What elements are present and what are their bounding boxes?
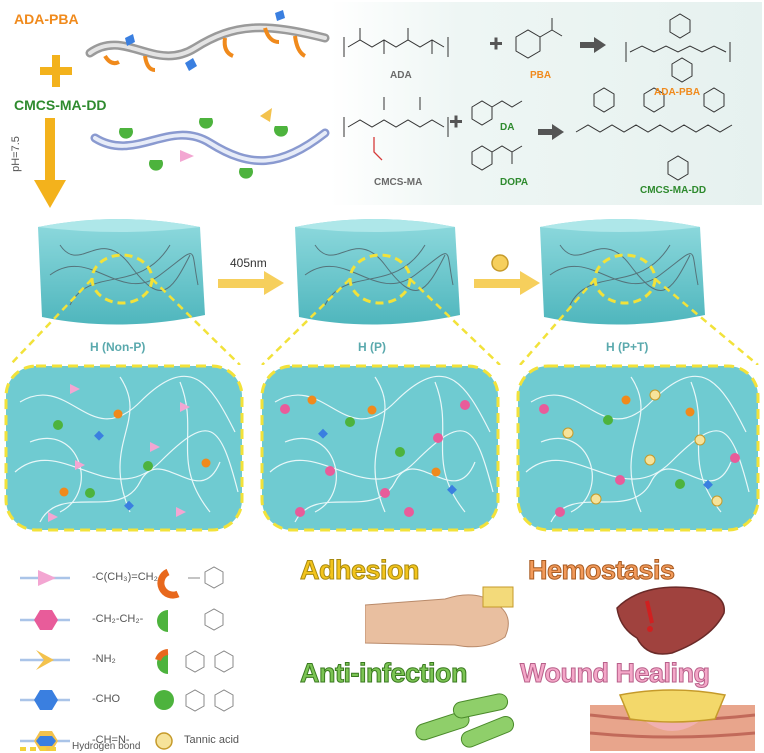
cmcs-strand xyxy=(90,108,330,179)
bacteria-illustration xyxy=(415,693,515,748)
property-hemostasis: Hemostasis xyxy=(528,555,676,586)
chemical-structures xyxy=(343,13,733,181)
legend-hydrogen-bond: Hydrogen bond xyxy=(72,741,141,752)
legend-symbols xyxy=(20,566,234,751)
property-anti-infection: Anti-infection xyxy=(300,658,468,689)
network-panels xyxy=(4,364,760,532)
aldehyde-symbol xyxy=(34,690,58,710)
ethylene-symbol xyxy=(34,610,58,630)
ada-pba-strand xyxy=(85,10,330,72)
cmcs-ma-name: CMCS-MA xyxy=(374,177,423,188)
legend-methacrylate: -C(CH₃)=CH₂ xyxy=(92,571,158,583)
network-panel-non-p xyxy=(4,364,244,532)
liver-illustration xyxy=(616,586,725,655)
wound-illustration xyxy=(590,689,755,751)
legend-amine: -NH₂ xyxy=(92,653,116,665)
network-panel-p-t xyxy=(516,364,760,532)
cmcs-ma-dd-name: CMCS-MA-DD xyxy=(640,185,707,196)
legend-imine: -CH=N- xyxy=(92,734,130,746)
hydrogel-label-non-p: H (Non-P) xyxy=(88,340,148,354)
cmcs-ma-dd-label: CMCS-MA-DD xyxy=(14,97,107,113)
ada-pba-label: ADA-PBA xyxy=(14,11,79,27)
amine-symbol xyxy=(36,650,54,670)
network-panel-p xyxy=(260,364,500,532)
hydrogel-blocks xyxy=(9,219,759,365)
legend-aldehyde: -CHO xyxy=(92,693,121,705)
da-name: DA xyxy=(500,122,515,133)
ada-name: ADA xyxy=(390,70,412,81)
dopa-name: DOPA xyxy=(500,177,529,188)
pba-symbol xyxy=(157,568,180,599)
legend-tannic-acid: Tannic acid xyxy=(184,734,240,746)
property-wound-healing: Wound Healing xyxy=(520,658,711,689)
gel-block-p xyxy=(295,219,460,325)
methacrylate-symbol xyxy=(38,570,56,586)
property-adhesion: Adhesion xyxy=(299,555,420,586)
plus-icon xyxy=(40,55,72,87)
boronate-symbol xyxy=(155,649,169,674)
catechol-symbol xyxy=(157,610,168,632)
wavelength-label: 405nm xyxy=(230,256,267,270)
hydrogel-label-p: H (P) xyxy=(356,340,388,354)
ph-label: pH=7.5 xyxy=(9,136,22,172)
down-arrow-icon xyxy=(34,118,66,208)
hydrogel-label-p-t: H (P+T) xyxy=(604,340,651,354)
pba-name: PBA xyxy=(530,70,552,81)
dimer-symbol xyxy=(154,690,174,710)
tannic-acid-symbol xyxy=(155,732,173,750)
chemistry-panel: ADA PBA ADA-PBA CMCS-MA DA DOPA CMCS-MA-… xyxy=(330,2,762,205)
gel-block-non-p xyxy=(38,219,205,325)
gel-block-p-t xyxy=(540,219,705,325)
fist-illustration xyxy=(365,586,514,648)
ada-pba-name: ADA-PBA xyxy=(654,87,701,98)
legend-ethylene: -CH₂-CH₂- xyxy=(92,613,144,625)
